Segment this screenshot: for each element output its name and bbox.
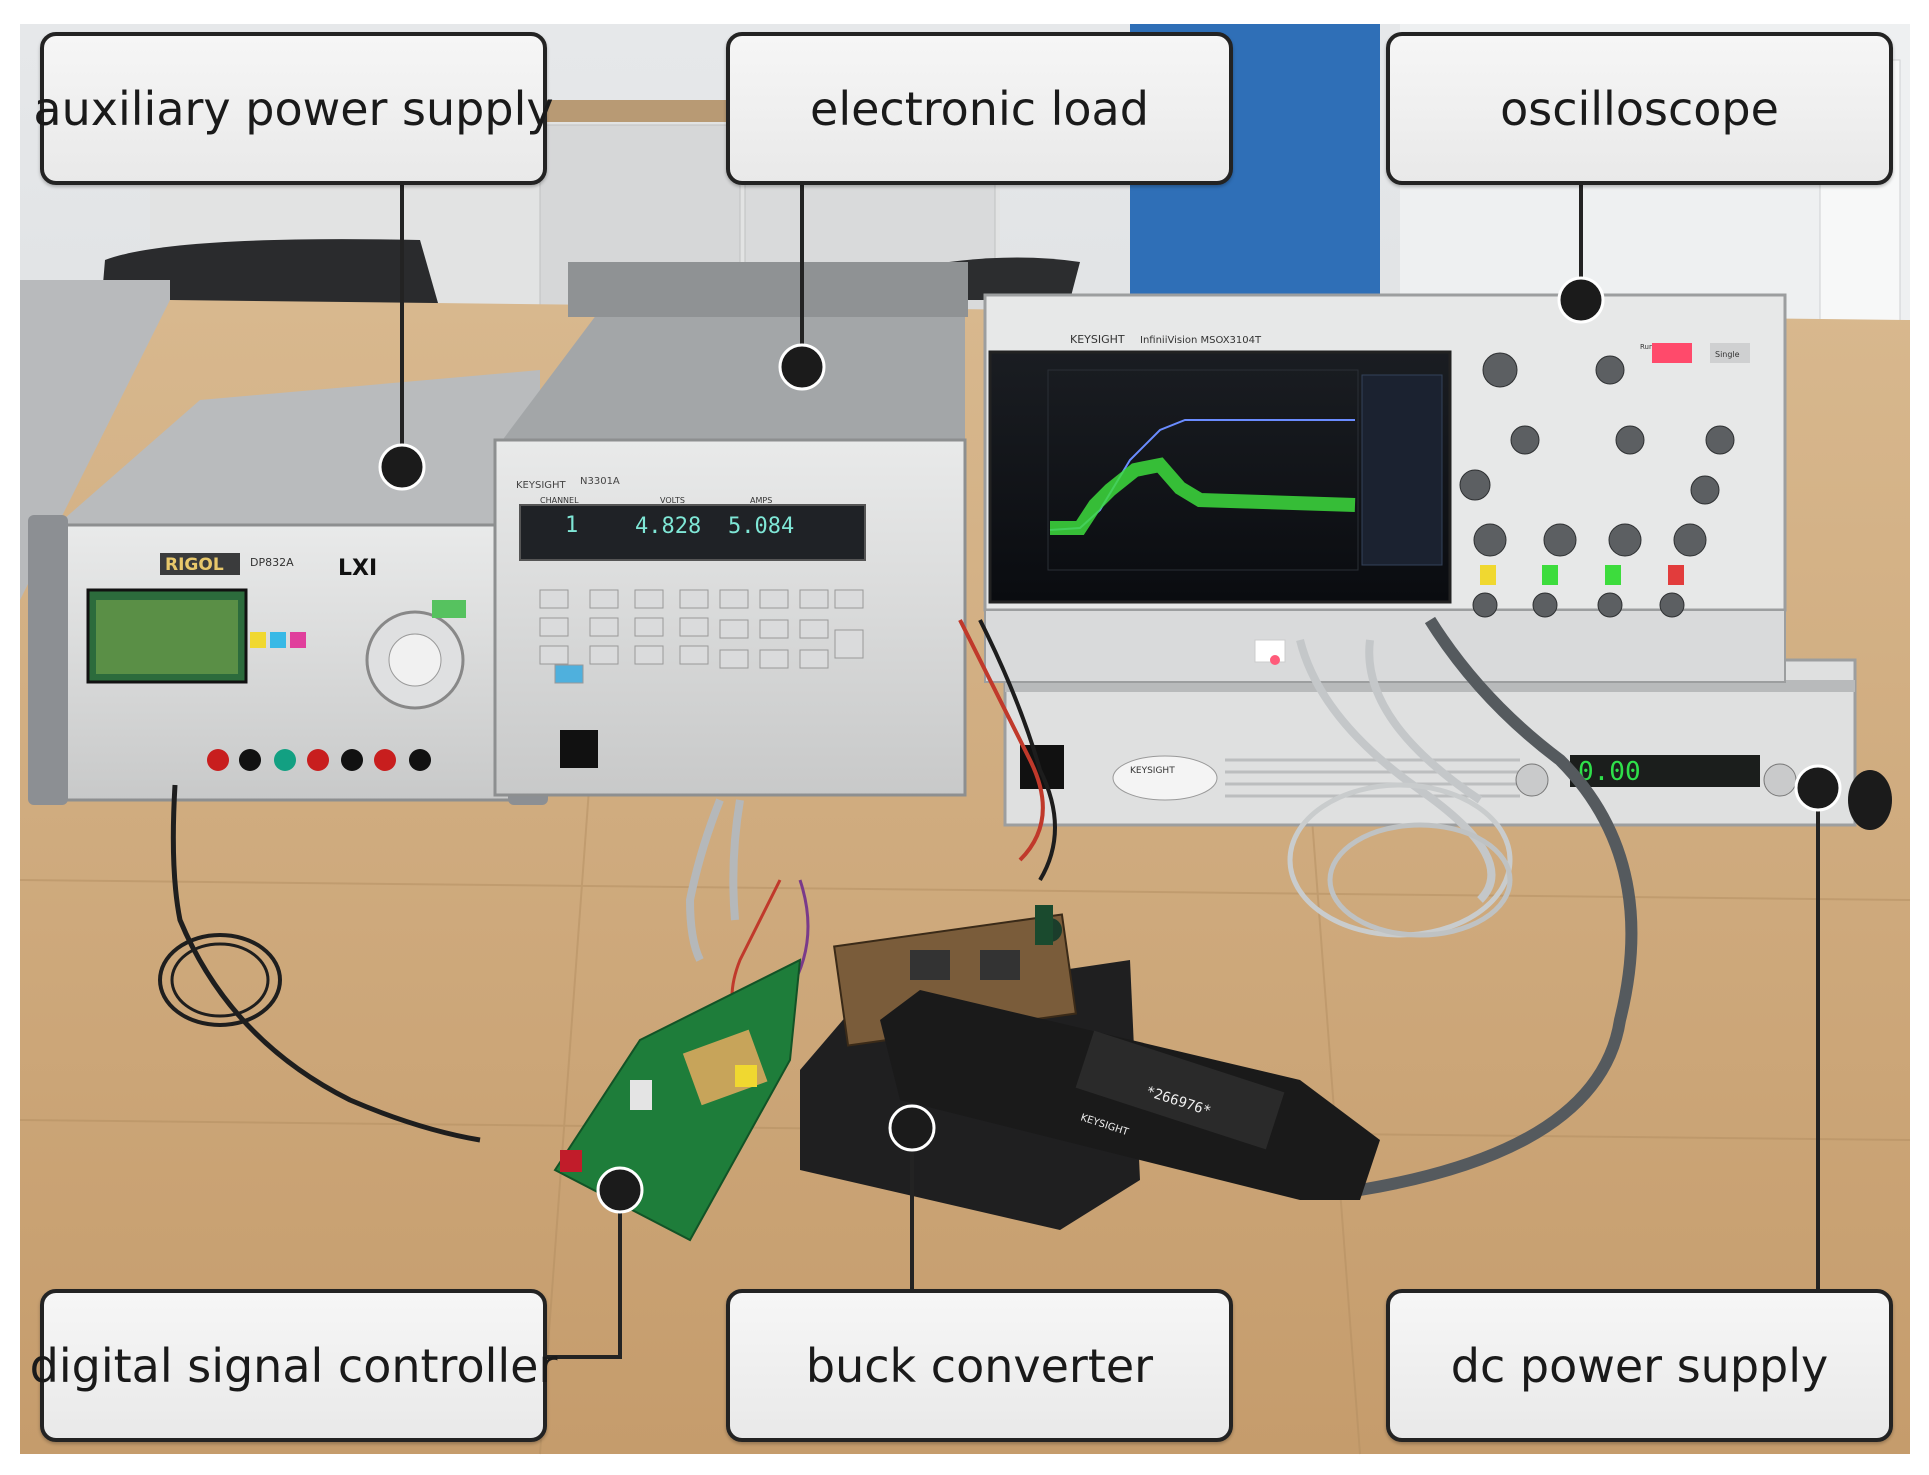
load-display	[519, 504, 866, 561]
dsc-marker	[596, 1166, 644, 1214]
load-model: N3301A	[580, 476, 620, 487]
load-channel-value: 1	[565, 513, 578, 538]
load-channel-header: CHANNEL	[540, 496, 579, 505]
oscilloscope-device: KEYSIGHT InfiniiVision MSOX3104T Run Con…	[983, 293, 1787, 683]
callout-electronic-load: electronic load	[726, 32, 1233, 185]
aux-supply-marker	[378, 443, 426, 491]
load-brand: KEYSIGHT	[516, 480, 567, 491]
dc-power-supply-device: KEYSIGHT 0.00	[1003, 658, 1892, 830]
oscilloscope-marker	[1557, 276, 1605, 324]
rigol-color-keys	[250, 632, 306, 648]
rigol-model: DP832A	[250, 556, 294, 569]
electronic-load-device: KEYSIGHT N3301A CHANNEL VOLTS AMPS 1 4.8…	[493, 262, 968, 797]
dc-supply-badge	[1112, 755, 1218, 801]
load-marker	[778, 343, 826, 391]
callout-digital-signal-controller: digital signal controller	[30, 1289, 557, 1442]
svg-text:Single: Single	[1715, 350, 1740, 359]
scope-brand: KEYSIGHT	[1070, 333, 1125, 346]
svg-text:KEYSIGHT: KEYSIGHT	[1130, 766, 1175, 776]
lxi-mark: LXI	[338, 556, 377, 581]
marker-dots	[378, 276, 1842, 1214]
callout-dc-power-supply: dc power supply	[1386, 1289, 1893, 1442]
dc-supply-display	[1570, 755, 1760, 787]
load-power-switch	[560, 730, 598, 768]
load-volts-value: 4.828	[635, 514, 701, 539]
current-probe-device: KEYSIGHT *266976*	[880, 990, 1380, 1200]
scope-trace-green	[1050, 457, 1356, 535]
dc-supply-marker	[1794, 764, 1842, 812]
load-amps-header: AMPS	[750, 496, 772, 505]
load-keypad	[539, 589, 864, 684]
scope-knobs	[1459, 352, 1735, 618]
scope-channel-keys	[1480, 565, 1684, 585]
callout-oscilloscope: oscilloscope	[1386, 32, 1893, 185]
cables	[158, 616, 1638, 1196]
buck-marker	[888, 1104, 936, 1152]
callout-buck-converter: buck converter	[726, 1289, 1233, 1442]
callout-auxiliary-power-supply: auxiliary power supply	[33, 32, 554, 185]
load-volts-header: VOLTS	[660, 496, 685, 505]
rigol-logo: RIGOL	[165, 555, 224, 575]
rigol-terminals	[207, 749, 431, 771]
svg-text:0.00: 0.00	[1578, 757, 1641, 787]
load-amps-value: 5.084	[728, 514, 794, 539]
scope-model: InfiniiVision MSOX3104T	[1140, 335, 1262, 346]
